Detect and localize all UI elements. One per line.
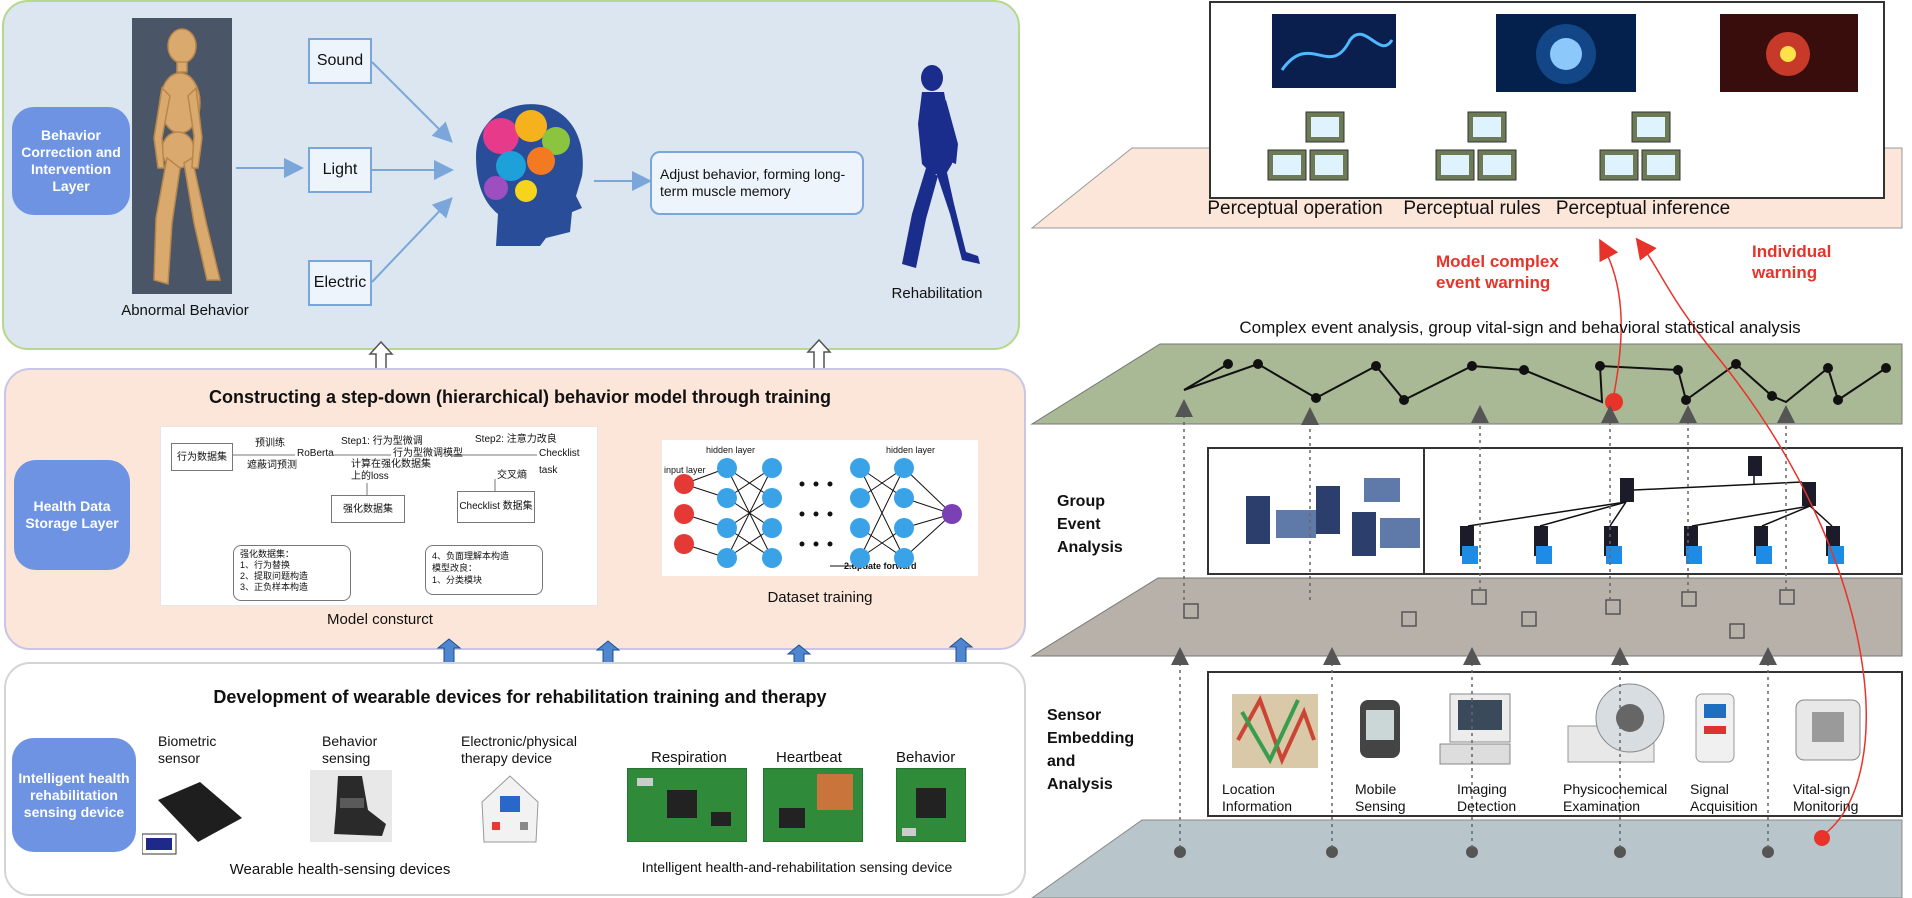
behavior-board-label: Behavior <box>896 749 956 766</box>
wearable-devices-caption: Wearable health-sensing devices <box>229 861 451 878</box>
diagram-text: 交叉熵 <box>497 470 527 481</box>
behavior-sensing-icon <box>310 770 392 842</box>
diagram-text: 1、行为替换 <box>240 560 291 570</box>
heartbeat-board-label: Heartbeat <box>776 749 842 766</box>
nn-text: hidden layer <box>706 445 756 455</box>
dataset-training-caption: Dataset training <box>767 589 873 606</box>
diagram-text: 4、负面理解本构造 <box>432 551 510 561</box>
model-training-title: Constructing a step-down (hierarchical) … <box>208 387 832 407</box>
heartbeat-board-icon <box>763 768 863 842</box>
biometric-sensor-icon <box>142 782 242 855</box>
diagram-text: 1、分类模块 <box>432 575 483 585</box>
dataset-notes-box: 强化数据集： 1、行为替换 2、提取问题构造 3、正负样本构造 <box>233 545 351 601</box>
diagram-text: Step1: 行为型微调 <box>341 436 423 447</box>
nn-text: hidden layer <box>886 445 936 455</box>
health-data-storage-layer-label: Health Data Storage Layer <box>14 460 130 570</box>
behavior-correction-layer-label: Behavior Correction and Intervention Lay… <box>12 107 130 215</box>
group-event-analysis-label: Group Event Analysis <box>1057 493 1123 556</box>
diagram-connectors <box>233 454 537 495</box>
abnormal-behavior-caption: Abnormal Behavior <box>121 302 249 319</box>
walking-figure-icon <box>902 65 980 268</box>
diagram-text: 预训练 <box>255 438 285 449</box>
diagram-text: RoBerta <box>297 448 334 459</box>
sensor-device-label: Physicochemical Examination <box>1563 781 1668 814</box>
diagram-text: 遮蔽词预测 <box>247 460 297 471</box>
sound-stimulus-box: Sound <box>308 38 372 84</box>
adjust-behavior-box: Adjust behavior, forming long-term muscl… <box>650 151 864 215</box>
rehabilitation-caption: Rehabilitation <box>891 285 983 302</box>
sensor-device-label: Vital-sign Monitoring <box>1793 781 1859 814</box>
sensor-embedding-label: Sensor Embedding and Analysis <box>1047 707 1135 793</box>
perceptual-operation-label: Perceptual operation <box>1207 198 1383 219</box>
therapy-device-icon <box>481 775 539 843</box>
model-construct-diagram: 行为数据集 预训练 遮蔽词预测 RoBerta Step1: 行为型微调 行为型… <box>160 426 598 606</box>
perceptual-rules-label: Perceptual rules <box>1403 198 1541 219</box>
sensor-device-label: Mobile Sensing <box>1355 781 1406 814</box>
light-stimulus-box: Light <box>308 147 372 193</box>
sensor-device-label: Imaging Detection <box>1457 781 1517 814</box>
diagram-text: Step2: 注意力改良 <box>475 434 557 445</box>
wearable-development-title: Development of wearable devices for reha… <box>213 687 827 707</box>
perceptual-inference-label: Perceptual inference <box>1555 198 1731 219</box>
stimulus-arrows <box>236 61 652 283</box>
mannequin-figure-icon <box>132 18 232 294</box>
electric-stimulus-box: Electric <box>308 260 372 306</box>
sensing-board-caption: Intelligent health-and-rehabilitation se… <box>641 859 953 875</box>
diagram-text: 计算在强化数据集上的loss <box>351 459 431 482</box>
diagram-text: 强化数据集 <box>331 495 405 523</box>
diagram-text: 2、提取问题构造 <box>240 571 309 581</box>
sensing-device-layer-label: Intelligent health rehabilitation sensin… <box>12 738 136 852</box>
behavior-board-icon <box>896 768 966 842</box>
biometric-sensor-label: Biometric sensor <box>158 733 217 766</box>
sensor-device-label: Location Information <box>1222 781 1293 814</box>
model-construct-caption: Model consturct <box>327 611 433 628</box>
behavior-sensing-label: Behavior sensing <box>322 733 378 766</box>
up-arrow-icon <box>806 338 832 371</box>
model-complex-warning-label: Model complex event warning <box>1436 252 1559 292</box>
diagram-text: 行为型微调模型 <box>393 448 463 459</box>
model-notes-box: 4、负面理解本构造 模型改良： 1、分类模块 <box>425 545 543 595</box>
respiration-board-label: Respiration <box>651 749 727 766</box>
diagram-text: 强化数据集： <box>240 549 295 559</box>
diagram-text: 行为数据集 <box>171 443 233 471</box>
respiration-board-icon <box>627 768 747 842</box>
complex-event-analysis-title: Complex event analysis, group vital-sign… <box>1239 318 1801 337</box>
sensor-device-label: Signal Acquisition <box>1690 781 1758 814</box>
right-architecture-graphics <box>1030 1 1903 898</box>
diagram-text: Checklist task <box>539 448 580 476</box>
brain-head-icon <box>476 104 583 246</box>
nn-text: 2.update forward <box>844 561 917 571</box>
individual-warning-label: Individual warning <box>1752 242 1832 282</box>
diagram-text: 3、正负样本构造 <box>240 582 309 592</box>
therapy-device-label: Electronic/physical therapy device <box>461 733 577 766</box>
diagram-text: Checklist 数据集 <box>457 491 535 523</box>
diagram-text: 模型改良： <box>432 563 478 573</box>
neural-network-diagram: input layer hidden layer hidden layer 2.… <box>662 440 978 576</box>
neural-network-graph <box>674 458 962 568</box>
nn-text: input layer <box>664 465 706 475</box>
